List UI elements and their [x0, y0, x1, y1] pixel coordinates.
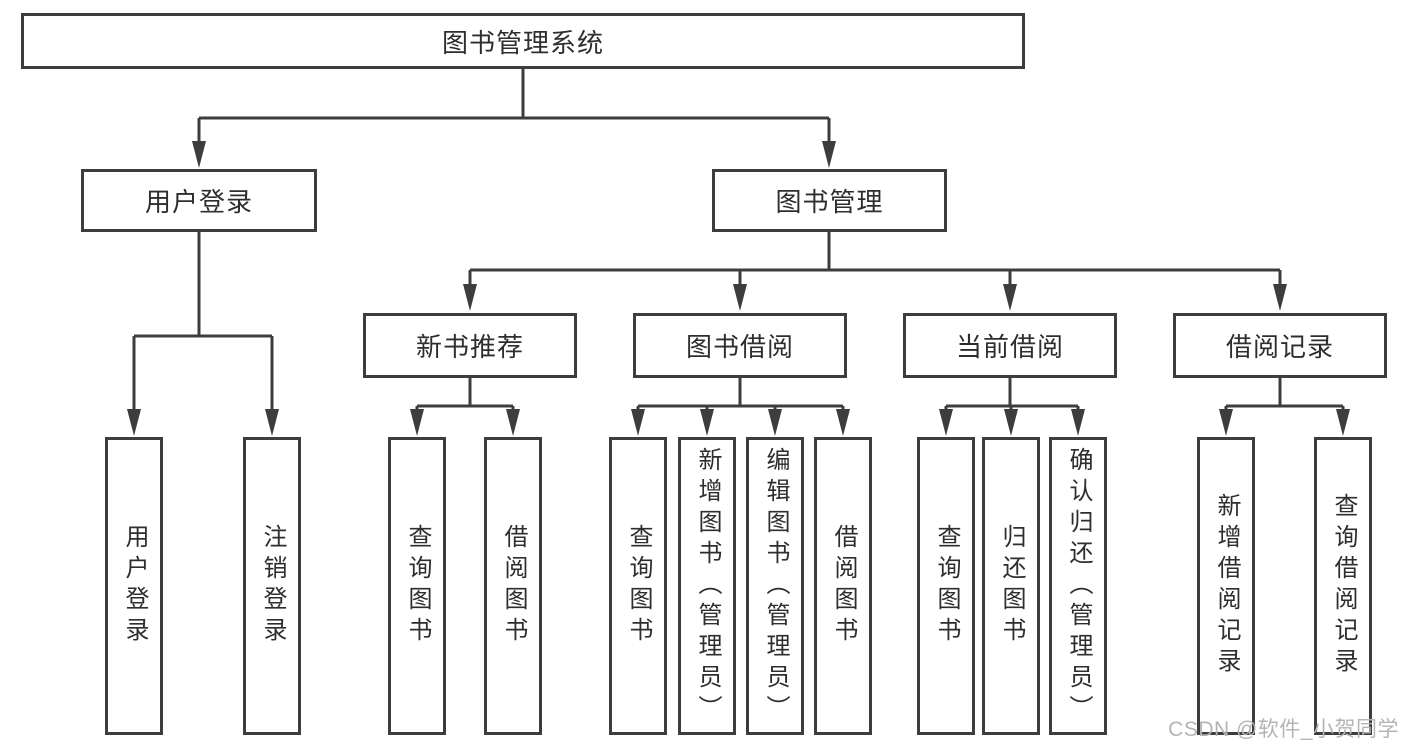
node-label: 当前借阅 [955, 332, 1064, 362]
leaf-return-book: 归还图书 [982, 437, 1040, 735]
node-library-management-system: 图书管理系统 [21, 13, 1025, 69]
node-borrow-records: 借阅记录 [1173, 313, 1387, 378]
node-book-management: 图书管理 [712, 169, 947, 232]
leaf-label: 查询图书 [933, 524, 960, 648]
leaf-label: 借阅图书 [500, 524, 527, 648]
node-label: 新书推荐 [415, 332, 524, 362]
node-label: 图书管理 [775, 187, 884, 217]
edge-borrow-to-leaves [636, 376, 845, 414]
csdn-watermark: CSDN @软件_小贺同学 [1168, 718, 1399, 741]
leaf-add-borrow-record: 新增借阅记录 [1197, 437, 1255, 735]
edge-records-to-leaves [1224, 376, 1345, 414]
leaf-label: 查询借阅记录 [1330, 493, 1357, 679]
leaf-label: 确认归还（管理员） [1065, 446, 1092, 726]
leaf-query-books-3: 查询图书 [917, 437, 975, 735]
leaf-query-books: 查询图书 [388, 437, 446, 735]
leaf-label: 借阅图书 [830, 524, 857, 648]
node-user-login: 用户登录 [81, 169, 317, 232]
leaf-query-books-2: 查询图书 [609, 437, 667, 735]
node-label: 图书管理系统 [441, 27, 604, 58]
leaf-logout: 注销登录 [243, 437, 301, 735]
leaf-add-book-admin: 新增图书（管理员） [678, 437, 736, 735]
leaf-borrow-books-2: 借阅图书 [814, 437, 872, 735]
node-current-borrow: 当前借阅 [903, 313, 1117, 378]
edge-mgmt-to-level3 [468, 232, 1282, 292]
edge-login-to-leaves [132, 232, 274, 414]
leaf-label: 查询图书 [404, 524, 431, 648]
leaf-label: 归还图书 [998, 524, 1025, 648]
node-label: 用户登录 [144, 187, 253, 217]
node-book-borrow: 图书借阅 [633, 313, 847, 378]
leaf-label: 新增图书（管理员） [694, 446, 721, 726]
edge-current-to-leaves [944, 376, 1080, 414]
leaf-label: 查询图书 [625, 524, 652, 648]
leaf-borrow-books: 借阅图书 [484, 437, 542, 735]
edge-root-to-level2 [197, 68, 831, 150]
node-new-book-recommend: 新书推荐 [363, 313, 577, 378]
leaf-label: 编辑图书（管理员） [762, 446, 789, 726]
leaf-label: 用户登录 [121, 524, 148, 648]
edge-recommend-to-leaves [415, 376, 515, 414]
node-label: 图书借阅 [685, 332, 794, 362]
node-label: 借阅记录 [1225, 332, 1334, 362]
leaf-query-borrow-record: 查询借阅记录 [1314, 437, 1372, 735]
leaf-user-login: 用户登录 [105, 437, 163, 735]
leaf-label: 新增借阅记录 [1213, 493, 1240, 679]
leaf-edit-book-admin: 编辑图书（管理员） [746, 437, 804, 735]
leaf-label: 注销登录 [259, 524, 286, 648]
leaf-confirm-return-admin: 确认归还（管理员） [1049, 437, 1107, 735]
arrowheads [127, 141, 1350, 436]
